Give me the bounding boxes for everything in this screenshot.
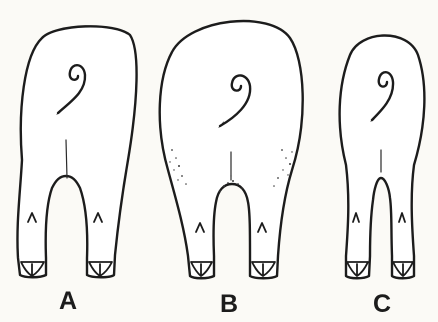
panel-b (160, 21, 303, 278)
panel-label-b: B (220, 290, 238, 318)
pig-c-body-outline (340, 35, 425, 278)
panel-label-a: A (59, 287, 77, 315)
panel-label-c: C (373, 290, 391, 318)
panel-a (17, 26, 136, 277)
pig-a-body-outline (17, 26, 136, 277)
panel-c (340, 35, 425, 278)
